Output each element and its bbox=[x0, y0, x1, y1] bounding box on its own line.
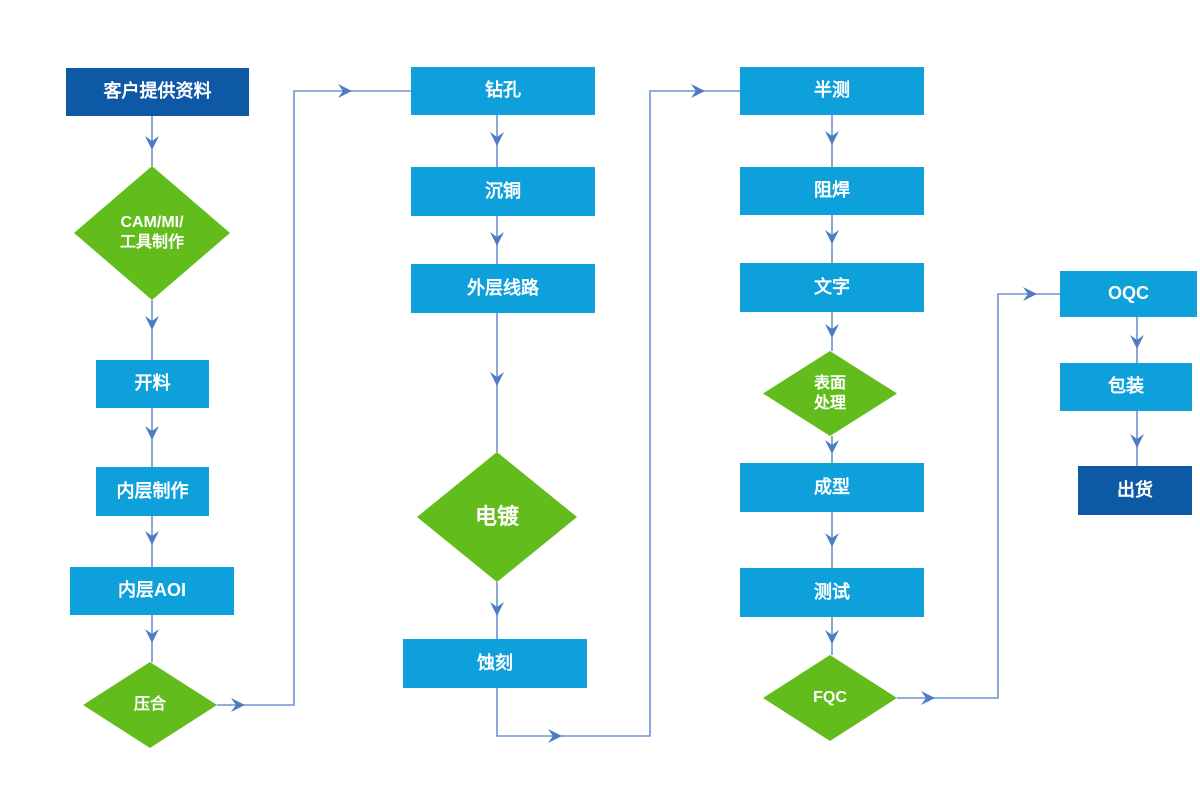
diamond-shape bbox=[83, 662, 217, 748]
node-silkscreen: 文字 bbox=[740, 263, 924, 312]
node-label: 包装 bbox=[1108, 376, 1144, 397]
node-label: 文字 bbox=[814, 276, 850, 297]
node-half-test: 半测 bbox=[740, 67, 924, 115]
node-label: 客户提供资料 bbox=[103, 81, 212, 102]
node-label: 钻孔 bbox=[485, 80, 521, 101]
node-inner-layer: 内层制作 bbox=[96, 467, 209, 516]
node-oqc: OQC bbox=[1060, 271, 1197, 317]
node-customer-data: 客户提供资料 bbox=[66, 68, 249, 116]
node-label: 电镀 bbox=[474, 504, 519, 530]
node-packaging: 包装 bbox=[1060, 363, 1192, 411]
node-shipping: 出货 bbox=[1078, 466, 1192, 515]
node-solder-mask: 阻焊 bbox=[740, 167, 924, 215]
node-label: 表面 处理 bbox=[813, 374, 846, 412]
diamond-shape bbox=[417, 452, 577, 582]
loop-connector-2 bbox=[496, 90, 740, 737]
loop-connector-1 bbox=[217, 90, 411, 706]
node-label: 沉铜 bbox=[485, 180, 521, 201]
node-inner-aoi: 内层AOI bbox=[70, 567, 234, 615]
node-label: 阻焊 bbox=[814, 180, 850, 201]
node-copper-deposition: 沉铜 bbox=[411, 167, 595, 216]
node-label: 半测 bbox=[814, 80, 850, 101]
node-plating: 电镀 bbox=[417, 452, 577, 582]
node-lamination: 压合 bbox=[83, 662, 217, 748]
node-etching: 蚀刻 bbox=[403, 639, 587, 688]
node-label: FQC bbox=[813, 689, 847, 706]
node-label: 成型 bbox=[814, 476, 850, 497]
node-drilling: 钻孔 bbox=[411, 67, 595, 115]
diamond-shape bbox=[74, 166, 230, 300]
node-label: 内层制作 bbox=[116, 480, 189, 501]
node-testing: 测试 bbox=[740, 568, 924, 617]
node-label: 出货 bbox=[1117, 479, 1153, 500]
node-label: 外层线路 bbox=[467, 277, 539, 298]
node-cam-mi-tooling: CAM/MI/ 工具制作 bbox=[74, 166, 230, 300]
diamond-shape bbox=[763, 655, 897, 741]
node-outer-layer: 外层线路 bbox=[411, 264, 595, 313]
node-label: CAM/MI/ 工具制作 bbox=[119, 214, 184, 251]
node-fqc: FQC bbox=[763, 655, 897, 741]
node-label: 测试 bbox=[814, 581, 850, 602]
node-cutting: 开料 bbox=[96, 360, 209, 408]
node-forming: 成型 bbox=[740, 463, 924, 512]
node-label: 压合 bbox=[133, 696, 166, 713]
node-label: 蚀刻 bbox=[477, 652, 513, 673]
node-label: 开料 bbox=[134, 373, 171, 394]
node-label: 内层AOI bbox=[117, 580, 186, 601]
node-surface-finish: 表面 处理 bbox=[763, 351, 897, 436]
diamond-shape bbox=[763, 351, 897, 436]
node-label: OQC bbox=[1107, 283, 1149, 304]
